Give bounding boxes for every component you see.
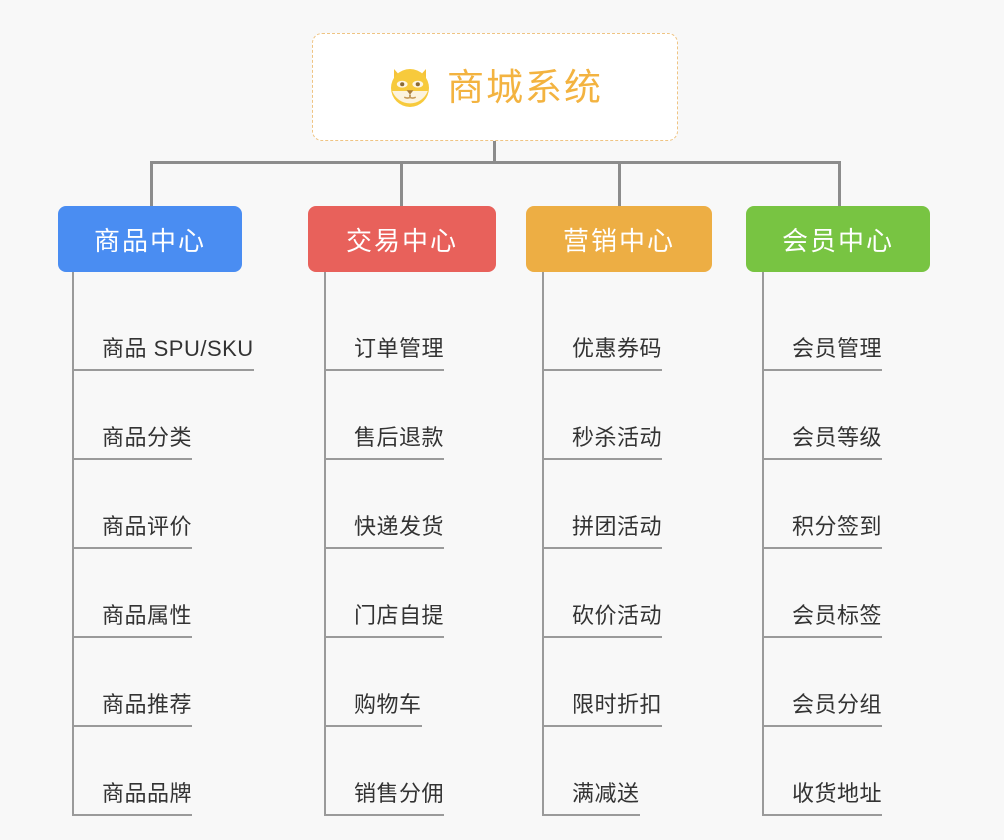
list-item[interactable]: 门店自提 [326, 549, 512, 638]
column-marketing-center: 营销中心 优惠券码 秒杀活动 拼团活动 砍价活动 限时折扣 满减送 [526, 206, 746, 816]
leaf-label: 收货地址 [764, 776, 883, 816]
dog-face-icon [387, 64, 433, 110]
leaf-label: 会员标签 [764, 598, 883, 638]
leaf-label: 门店自提 [326, 598, 445, 638]
category-label: 交易中心 [345, 225, 458, 256]
leaf-label: 商品推荐 [74, 687, 193, 727]
leaf-label: 商品品牌 [74, 776, 193, 816]
category-header-marketing-center[interactable]: 营销中心 [526, 206, 712, 272]
leaf-label: 商品评价 [74, 509, 193, 549]
list-item[interactable]: 会员等级 [764, 371, 950, 460]
root-title: 商城系统 [447, 66, 603, 108]
list-item[interactable]: 商品分类 [74, 371, 260, 460]
root-node-mall-system[interactable]: 商城系统 [312, 33, 678, 141]
leaf-list-member-center: 会员管理 会员等级 积分签到 会员标签 会员分组 收货地址 [762, 272, 950, 816]
list-item[interactable]: 砍价活动 [544, 549, 730, 638]
list-item[interactable]: 积分签到 [764, 460, 950, 549]
category-columns: 商品中心 商品 SPU/SKU 商品分类 商品评价 商品属性 商品推荐 商品品牌… [0, 206, 1004, 840]
column-product-center: 商品中心 商品 SPU/SKU 商品分类 商品评价 商品属性 商品推荐 商品品牌 [58, 206, 278, 816]
list-item[interactable]: 秒杀活动 [544, 371, 730, 460]
leaf-list-trade-center: 订单管理 售后退款 快递发货 门店自提 购物车 销售分佣 [324, 272, 512, 816]
column-member-center: 会员中心 会员管理 会员等级 积分签到 会员标签 会员分组 收货地址 [746, 206, 966, 816]
list-item[interactable]: 商品 SPU/SKU [74, 282, 260, 371]
connector-stem [493, 141, 496, 163]
list-item[interactable]: 商品品牌 [74, 727, 260, 816]
leaf-label: 会员等级 [764, 420, 883, 460]
list-item[interactable]: 满减送 [544, 727, 730, 816]
column-trade-center: 交易中心 订单管理 售后退款 快递发货 门店自提 购物车 销售分佣 [308, 206, 528, 816]
leaf-label: 商品 SPU/SKU [74, 331, 254, 371]
list-item[interactable]: 会员分组 [764, 638, 950, 727]
category-header-product-center[interactable]: 商品中心 [58, 206, 242, 272]
list-item[interactable]: 销售分佣 [326, 727, 512, 816]
category-header-member-center[interactable]: 会员中心 [746, 206, 930, 272]
leaf-label: 积分签到 [764, 509, 883, 549]
leaf-label: 拼团活动 [544, 509, 663, 549]
list-item[interactable]: 拼团活动 [544, 460, 730, 549]
leaf-list-product-center: 商品 SPU/SKU 商品分类 商品评价 商品属性 商品推荐 商品品牌 [72, 272, 260, 816]
list-item[interactable]: 商品推荐 [74, 638, 260, 727]
category-label: 会员中心 [781, 225, 894, 256]
list-item[interactable]: 会员管理 [764, 282, 950, 371]
list-item[interactable]: 收货地址 [764, 727, 950, 816]
list-item[interactable]: 订单管理 [326, 282, 512, 371]
connector-bus [150, 161, 840, 164]
list-item[interactable]: 优惠券码 [544, 282, 730, 371]
list-item[interactable]: 快递发货 [326, 460, 512, 549]
leaf-list-marketing-center: 优惠券码 秒杀活动 拼团活动 砍价活动 限时折扣 满减送 [542, 272, 730, 816]
connector-drop-2 [400, 161, 403, 206]
category-header-trade-center[interactable]: 交易中心 [308, 206, 496, 272]
leaf-label: 售后退款 [326, 420, 445, 460]
leaf-label: 会员管理 [764, 331, 883, 371]
list-item[interactable]: 限时折扣 [544, 638, 730, 727]
list-item[interactable]: 商品属性 [74, 549, 260, 638]
list-item[interactable]: 会员标签 [764, 549, 950, 638]
list-item[interactable]: 购物车 [326, 638, 512, 727]
leaf-label: 快递发货 [326, 509, 445, 549]
category-label: 营销中心 [562, 225, 675, 256]
connector-drop-3 [618, 161, 621, 206]
leaf-label: 优惠券码 [544, 331, 663, 371]
connector-drop-4 [838, 161, 841, 206]
leaf-label: 订单管理 [326, 331, 445, 371]
leaf-label: 商品分类 [74, 420, 193, 460]
category-label: 商品中心 [93, 225, 206, 256]
list-item[interactable]: 商品评价 [74, 460, 260, 549]
connector-drop-1 [150, 161, 153, 206]
leaf-label: 会员分组 [764, 687, 883, 727]
leaf-label: 秒杀活动 [544, 420, 663, 460]
list-item[interactable]: 售后退款 [326, 371, 512, 460]
leaf-label: 限时折扣 [544, 687, 663, 727]
leaf-label: 购物车 [326, 687, 422, 727]
leaf-label: 销售分佣 [326, 776, 445, 816]
leaf-label: 砍价活动 [544, 598, 663, 638]
leaf-label: 商品属性 [74, 598, 193, 638]
leaf-label: 满减送 [544, 776, 640, 816]
